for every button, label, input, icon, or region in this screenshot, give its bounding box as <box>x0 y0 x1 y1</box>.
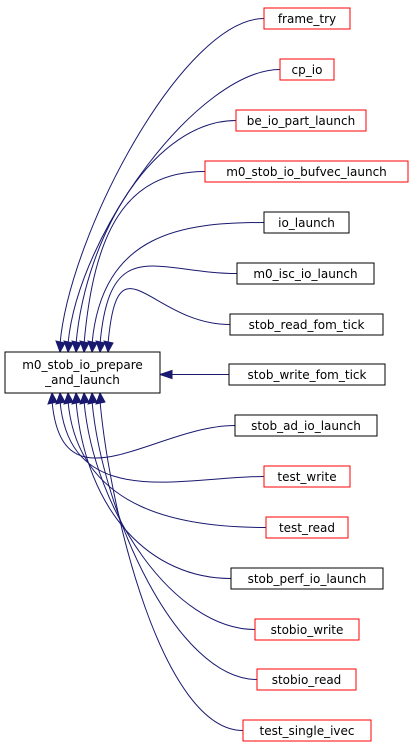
call-edge <box>83 171 206 345</box>
arrowhead <box>87 340 98 354</box>
caller-label: m0_isc_io_launch <box>253 267 357 281</box>
caller-label: m0_stob_io_bufvec_launch <box>226 165 387 179</box>
caller-label: test_single_ivec <box>260 724 355 738</box>
caller-box[interactable] <box>263 465 351 488</box>
arrowhead <box>158 369 173 380</box>
caller-label: stob_read_fom_tick <box>249 318 365 332</box>
central-function-box[interactable] <box>4 351 161 394</box>
call-edge <box>83 400 256 630</box>
caller-label: stob_write_fom_tick <box>248 368 367 382</box>
caller-node-test-single-ivec[interactable]: test_single_ivec <box>242 719 372 742</box>
caller-box[interactable] <box>228 363 386 386</box>
arrowhead <box>63 391 74 405</box>
caller-box[interactable] <box>256 668 357 691</box>
caller-box[interactable] <box>235 109 367 132</box>
arrowhead <box>95 340 106 354</box>
arrowhead <box>47 391 58 405</box>
caller-node-test-write[interactable]: test_write <box>263 465 351 488</box>
call-edge <box>67 69 281 345</box>
call-edge <box>107 288 231 345</box>
call-edge <box>91 400 258 680</box>
call-edge <box>67 400 267 528</box>
caller-node-stobio-read[interactable]: stobio_read <box>256 668 357 691</box>
arrowhead <box>55 340 66 354</box>
central-function-label-line-1: m0_stob_io_prepare <box>22 358 143 372</box>
caller-label: cp_io <box>292 63 323 77</box>
caller-label: frame_try <box>278 12 336 26</box>
caller-label: stob_ad_io_launch <box>251 419 361 433</box>
caller-box[interactable] <box>230 567 384 590</box>
call-edge <box>99 400 244 731</box>
caller-node-stob-write-fom-tick[interactable]: stob_write_fom_tick <box>228 363 386 386</box>
caller-box[interactable] <box>234 414 378 437</box>
caller-node-be-io-part-launch[interactable]: be_io_part_launch <box>235 109 367 132</box>
central-function-label-line-2: _and_launch <box>44 373 120 387</box>
caller-box[interactable] <box>236 262 375 285</box>
call-edge <box>59 18 265 345</box>
caller-node-test-read[interactable]: test_read <box>265 516 349 539</box>
arrowhead <box>103 340 114 354</box>
caller-label: stobio_read <box>272 673 342 687</box>
caller-box[interactable] <box>279 58 335 81</box>
caller-node-cp-io[interactable]: cp_io <box>279 58 335 81</box>
call-edge <box>59 400 265 483</box>
call-edge <box>99 265 238 345</box>
caller-box[interactable] <box>242 719 372 742</box>
caller-label: stob_perf_io_launch <box>248 572 367 586</box>
caller-node-m0-stob-io-bufvec-launch[interactable]: m0_stob_io_bufvec_launch <box>204 160 409 183</box>
caller-node-m0-isc-io-launch[interactable]: m0_isc_io_launch <box>236 262 375 285</box>
arrowhead <box>63 340 74 354</box>
arrowhead <box>87 391 98 405</box>
arrowhead <box>79 340 90 354</box>
caller-box[interactable] <box>229 313 384 336</box>
caller-label: io_launch <box>278 216 335 230</box>
caller-box[interactable] <box>254 618 360 641</box>
call-edges <box>47 18 281 731</box>
arrowhead <box>71 340 82 354</box>
caller-node-io-launch[interactable]: io_launch <box>263 211 350 234</box>
call-edge <box>91 222 265 345</box>
call-edge <box>75 400 232 579</box>
caller-box[interactable] <box>263 7 351 30</box>
caller-node-stob-ad-io-launch[interactable]: stob_ad_io_launch <box>234 414 378 437</box>
caller-node-stob-read-fom-tick[interactable]: stob_read_fom_tick <box>229 313 384 336</box>
caller-label: stobio_write <box>271 623 344 637</box>
caller-nodes: frame_try cp_io be_io_part_launch m0_stob_i… <box>204 7 409 742</box>
call-edge <box>51 400 236 459</box>
caller-box[interactable] <box>263 211 350 234</box>
arrowhead <box>71 391 82 405</box>
caller-box[interactable] <box>204 160 409 183</box>
caller-label: test_write <box>277 470 336 484</box>
caller-node-stob-perf-io-launch[interactable]: stob_perf_io_launch <box>230 567 384 590</box>
call-edge <box>75 120 237 345</box>
caller-node-frame-try[interactable]: frame_try <box>263 7 351 30</box>
caller-label: test_read <box>279 521 335 535</box>
caller-label: be_io_part_launch <box>247 114 355 128</box>
caller-box[interactable] <box>265 516 349 539</box>
arrowhead <box>55 391 66 405</box>
arrowhead <box>79 391 90 405</box>
arrowhead <box>95 391 106 405</box>
central-function-node[interactable]: m0_stob_io_prepare _and_launch <box>4 351 161 394</box>
caller-node-stobio-write[interactable]: stobio_write <box>254 618 360 641</box>
